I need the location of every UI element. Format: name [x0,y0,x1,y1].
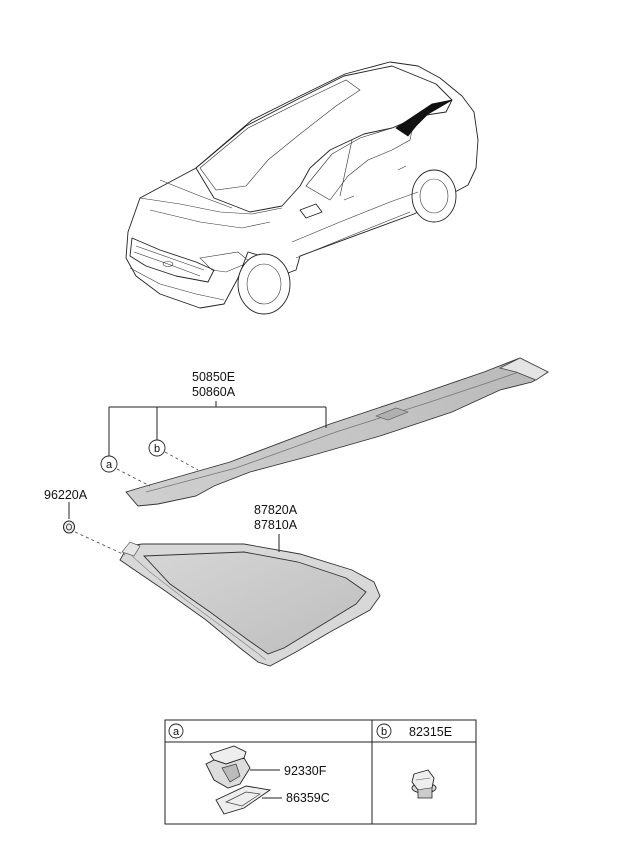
callout-b: b [148,439,199,471]
label-87810A: 87810A [254,518,298,532]
clip-92330F-drawing [205,745,251,789]
table-label-82315E: 82315E [409,725,452,739]
table-marker-b [376,723,392,739]
legend-table: a b 82315E 92330F 86359C [164,719,477,825]
table-label-92330F: 92330F [284,764,327,778]
window-moulding [125,357,549,507]
fastener-96220A [63,502,126,556]
svg-text:b: b [381,726,387,738]
pad-86359C-drawing [215,785,272,815]
quarter-glass [119,541,381,667]
svg-text:a: a [106,459,113,471]
table-marker-a [168,723,184,739]
vehicle-illustration [125,61,479,315]
clip-82315E-drawing [411,769,437,799]
bracket-50850E [108,401,327,456]
dash-96220A [74,531,126,556]
label-50850E: 50850E [192,370,235,384]
callout-a: a [100,455,151,487]
svg-text:b: b [154,443,160,455]
svg-text:a: a [173,726,180,738]
label-96220A: 96220A [44,488,88,502]
table-label-86359C: 86359C [286,791,330,805]
label-50860A: 50860A [192,385,236,399]
quarter-glass-highlight [395,99,453,137]
label-87820A: 87820A [254,503,298,517]
